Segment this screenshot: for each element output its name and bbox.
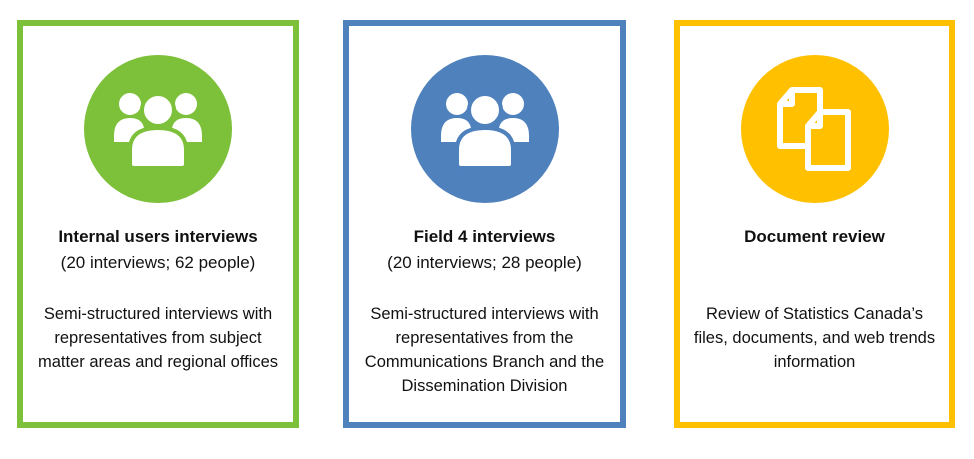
documents-icon	[740, 55, 889, 203]
card-title: Field 4 interviews	[413, 227, 556, 246]
card-title: Internal users interviews	[58, 227, 258, 246]
card-subtitle: (20 interviews; 62 people)	[60, 253, 256, 272]
internal-users-interviews-card: Internal users interviews (20 interviews…	[17, 20, 299, 428]
users-group-icon	[84, 55, 232, 203]
card-description: Semi-structured interviews with represen…	[364, 305, 605, 395]
document-review-card: Document review Review of Statistics Can…	[674, 20, 955, 428]
field-4-interviews-card: Field 4 interviews (20 interviews; 28 pe…	[343, 20, 626, 428]
card-description: Semi-structured interviews with represen…	[38, 305, 278, 371]
card-title: Document review	[744, 227, 885, 246]
card-description: Review of Statistics Canada’s files, doc…	[693, 305, 936, 371]
users-group-icon	[410, 55, 559, 203]
card-subtitle: (20 interviews; 28 people)	[387, 253, 582, 272]
